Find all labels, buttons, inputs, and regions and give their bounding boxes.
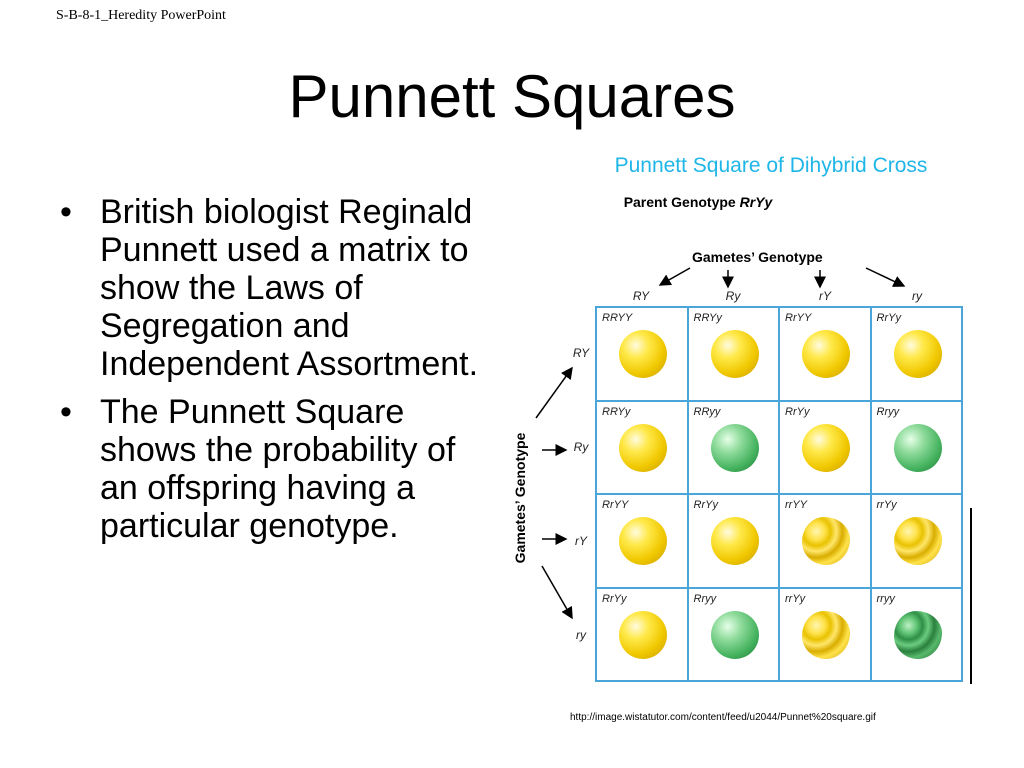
punnett-cell: rrYY — [780, 495, 870, 587]
punnett-cell: RrYY — [780, 308, 870, 400]
bullet-text: British biologist Reginald Punnett used … — [100, 193, 479, 383]
parent-genotype-prefix: Parent Genotype — [623, 194, 740, 210]
slide-title: Punnett Squares — [288, 63, 736, 130]
parent-genotype-value: RrYy — [739, 194, 773, 210]
gametes-top-label: Gametes’ Genotype — [692, 249, 823, 265]
cell-genotype: RrYy — [876, 312, 901, 324]
punnett-cell: rrYy — [871, 495, 961, 587]
arrow-icon — [541, 565, 573, 620]
cell-genotype: RRYy — [602, 405, 631, 418]
cell-genotype: RrYY — [602, 499, 629, 511]
yellow-wrinkled-pea-icon — [802, 517, 850, 565]
green-round-pea-icon — [893, 423, 942, 472]
bullet-item: • British biologist Reginald Punnett used… — [58, 193, 498, 383]
punnett-cell: RrYy — [871, 308, 961, 400]
slide-header: S-B-8-1_Heredity PowerPoint — [56, 8, 226, 23]
yellow-wrinkled-pea-icon — [802, 610, 850, 659]
column-label: Ry — [725, 289, 741, 303]
column-label: rY — [819, 289, 831, 303]
yellow-round-pea-icon — [802, 330, 850, 378]
punnett-cell: RrYy — [780, 401, 870, 493]
yellow-round-pea-icon — [802, 423, 850, 472]
cell-genotype: rryy — [876, 592, 895, 605]
punnett-cell: RrYY — [597, 495, 687, 587]
yellow-round-pea-icon — [710, 330, 759, 378]
yellow-round-pea-icon — [619, 517, 667, 565]
yellow-round-pea-icon — [893, 330, 942, 378]
cell-genotype: RrYY — [785, 312, 812, 324]
cell-genotype: RRYY — [602, 312, 633, 324]
punnett-cell: RRYy — [597, 401, 687, 493]
yellow-round-pea-icon — [619, 330, 667, 378]
punnett-cell: Rryy — [688, 588, 778, 680]
yellow-wrinkled-pea-icon — [893, 517, 942, 565]
cell-genotype: rrYy — [785, 592, 806, 605]
arrow-icon — [535, 366, 573, 419]
punnett-cell: RRYy — [688, 308, 778, 400]
punnett-cell: RRyy — [688, 401, 778, 493]
punnett-cell: RrYy — [688, 495, 778, 587]
cell-genotype: RrYy — [602, 592, 627, 605]
bullet-dot-icon: • — [60, 193, 72, 231]
yellow-round-pea-icon — [619, 423, 667, 472]
cell-genotype: RRyy — [693, 405, 721, 418]
cell-genotype: Rryy — [876, 405, 900, 418]
punnett-cell: Rryy — [871, 401, 961, 493]
source-url: http://image.wistatutor.com/content/feed… — [570, 712, 876, 723]
row-label: ry — [576, 628, 586, 642]
arrow-icon — [865, 267, 906, 287]
edge-bar — [970, 508, 972, 684]
punnett-cell: RRYY — [597, 308, 687, 400]
green-round-pea-icon — [710, 610, 759, 659]
row-label: rY — [575, 534, 587, 548]
cell-genotype: rrYY — [785, 499, 807, 511]
figure-title: Punnett Square of Dihybrid Cross — [614, 154, 928, 177]
cell-genotype: RrYy — [693, 499, 718, 511]
green-wrinkled-pea-icon — [893, 610, 942, 659]
punnett-cell: RrYy — [597, 588, 687, 680]
cell-genotype: Rryy — [693, 592, 717, 605]
cell-genotype: RRYy — [693, 312, 722, 324]
cell-genotype: rrYy — [876, 499, 897, 511]
arrow-icon — [658, 267, 691, 286]
green-round-pea-icon — [710, 423, 759, 472]
bullet-text: The Punnett Square shows the probability… — [100, 393, 456, 545]
punnett-cell: rryy — [871, 588, 961, 680]
row-label: RY — [572, 346, 590, 360]
bullet-item: • The Punnett Square shows the probabilit… — [58, 393, 498, 545]
yellow-round-pea-icon — [710, 517, 759, 565]
column-label: ry — [912, 289, 922, 303]
yellow-round-pea-icon — [619, 610, 667, 659]
punnett-cell: rrYy — [780, 588, 870, 680]
gametes-side-label: Gametes’ Genotype — [512, 432, 528, 564]
bullet-list: • British biologist Reginald Punnett used… — [58, 193, 498, 555]
row-label: Ry — [573, 440, 589, 454]
cell-genotype: RrYy — [785, 405, 810, 418]
column-label: RY — [632, 289, 650, 303]
bullet-dot-icon: • — [60, 393, 72, 431]
parent-genotype-label: Parent Genotype RrYy — [540, 194, 856, 210]
